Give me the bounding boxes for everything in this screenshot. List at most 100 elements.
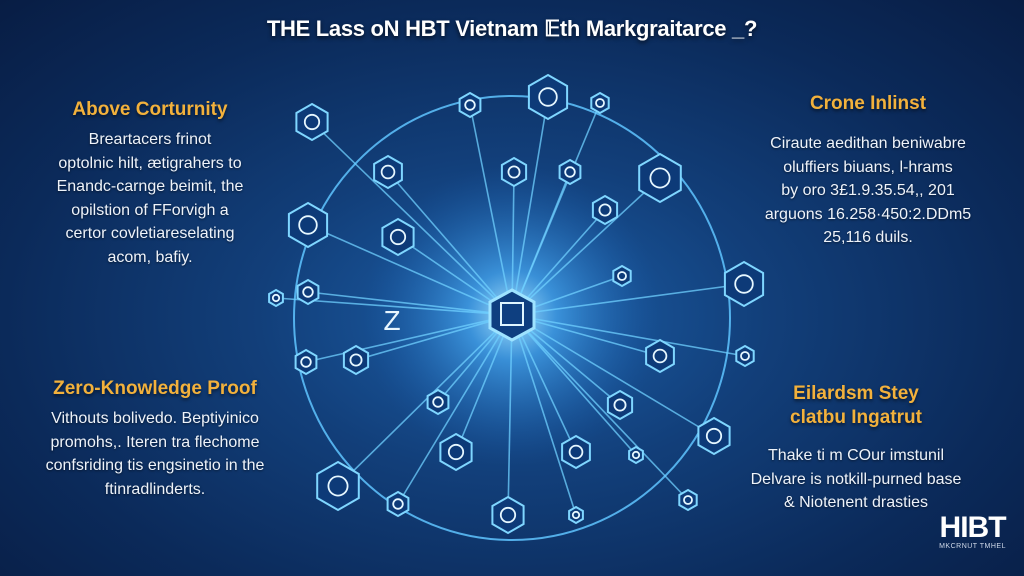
hexagon-node-icon	[590, 91, 610, 115]
hexagon-node-icon	[628, 445, 644, 465]
connection-line	[507, 314, 513, 516]
ring	[293, 95, 731, 541]
panel-top-right: Crone Inlinst Ciraute aedithan beniwabre…	[728, 92, 1008, 250]
panel-line: optolnic hilt, ætigrahers to	[58, 154, 242, 172]
hexagon-node-icon	[697, 416, 731, 456]
panel-line: Vithouts bolivedo. Beptiyinico	[51, 410, 259, 427]
node-glyph-icon	[300, 356, 312, 368]
node-glyph-icon	[271, 293, 281, 303]
hexagon-node-icon	[381, 217, 415, 257]
connection-line	[305, 314, 513, 363]
panel-line: acom, bafiy.	[107, 248, 193, 266]
node-glyph-icon	[631, 450, 641, 460]
logo-subtext: MKCRNUT TMHEL	[939, 543, 1006, 550]
hexagon-node-icon	[491, 495, 525, 535]
panel-line: by oro 3£1.9.35.54,, 201	[781, 182, 955, 199]
node-glyph-icon	[327, 475, 349, 497]
panel-line: Breartacers frinot	[88, 131, 212, 148]
hexagon-node-icon	[439, 432, 473, 472]
connection-line	[511, 314, 577, 516]
connection-line	[337, 314, 513, 487]
connection-line	[511, 177, 661, 316]
hexagon-node-icon	[645, 338, 675, 374]
node-glyph-icon	[649, 167, 671, 189]
hexagon-node-icon	[612, 264, 632, 288]
node-glyph-icon	[652, 348, 668, 364]
node-glyph-icon	[538, 87, 558, 107]
hexagon-node-icon	[342, 344, 370, 376]
logo-text: HIBT	[939, 511, 1007, 544]
panel-line: Ciraute aedithan beniwabre	[770, 135, 966, 152]
connection-line	[311, 121, 513, 316]
hexagon-node-icon	[373, 154, 403, 190]
panel-top-left: Above Corturnity Breartacers frinot opto…	[25, 98, 275, 269]
node-glyph-icon	[683, 495, 693, 505]
center-node	[488, 288, 536, 342]
panel-line: oluffiers biuans, l-hrams	[783, 158, 953, 176]
connection-line	[397, 314, 513, 505]
panel-line: confsriding tis engsinetio in the	[45, 457, 265, 474]
connection-line	[511, 314, 577, 453]
hexagon-node-icon	[316, 460, 360, 512]
connection-line	[511, 314, 689, 501]
node-glyph-icon	[464, 99, 476, 111]
panel-line: certor covletiareselating	[65, 225, 235, 242]
panel-line: Delvare is notkill-purned base	[750, 470, 962, 488]
panel-heading: Eilardsm Stey clatbu Ingatrut	[736, 382, 976, 430]
panel-line: 25,116 duils.	[823, 229, 913, 246]
connection-line	[511, 314, 715, 437]
hexagon-node-icon	[606, 389, 634, 421]
connection-line	[511, 314, 661, 357]
panel-bottom-left: Zero-Knowledge Proof Vithouts bolivedo. …	[20, 377, 290, 501]
connection-line	[511, 314, 637, 456]
hexagon-node-icon	[296, 278, 320, 306]
panel-line: & Niotenent drasties	[783, 494, 929, 511]
hexagon-node-icon	[638, 152, 682, 204]
panel-line: Thake ti m COur imstunil	[767, 447, 945, 464]
hexagon-node-icon	[723, 260, 765, 308]
hexagon-node-icon	[268, 288, 284, 308]
connection-line	[307, 291, 513, 316]
node-glyph-icon	[303, 113, 321, 131]
hexagon-node-icon	[287, 201, 329, 249]
node-glyph-icon	[392, 498, 404, 510]
node-glyph-icon	[613, 398, 627, 412]
hexagon-node-icon	[458, 91, 482, 119]
hexagon-node-icon	[591, 194, 619, 226]
node-glyph-icon	[499, 506, 517, 524]
node-glyph-icon	[432, 396, 444, 408]
hexagon-node-icon	[295, 102, 329, 142]
hexagon-node-icon	[558, 158, 582, 186]
hexagon-node-icon	[426, 388, 450, 416]
page-title: THE Lass oN HBT Vietnam 𝔼th Markgraitarc…	[266, 16, 758, 41]
connection-line	[355, 314, 513, 361]
hexagon-node-icon	[568, 505, 584, 525]
node-glyph-icon	[349, 353, 363, 367]
panel-heading: Zero-Knowledge Proof	[53, 378, 257, 399]
node-glyph-icon	[302, 286, 314, 298]
node-glyph-icon	[734, 274, 754, 294]
node-glyph-icon	[380, 164, 396, 180]
node-glyph-icon	[564, 166, 576, 178]
node-glyph-icon	[571, 510, 581, 520]
node-glyph-icon	[740, 351, 750, 361]
panel-heading-line: clatbu Ingatrut	[790, 407, 922, 428]
node-glyph-icon	[298, 215, 318, 235]
panel-line: ftinradlinderts.	[104, 480, 206, 498]
node-glyph-icon	[568, 444, 584, 460]
panel-heading: Above Corturnity	[72, 99, 228, 120]
connection-line	[511, 283, 745, 316]
node-glyph-icon	[595, 98, 605, 108]
panel-line: opilstion of FForvigh a	[71, 201, 229, 219]
hexagon-node-icon	[735, 344, 755, 368]
node-glyph-icon	[705, 427, 723, 445]
panel-line: arguons 16.258·450:2.DDm5	[764, 205, 972, 223]
hexagon-node-icon	[386, 490, 410, 518]
connection-line	[387, 171, 513, 316]
node-glyph-icon	[447, 443, 465, 461]
connection-line	[511, 314, 746, 357]
panel-heading: Crone Inlinst	[809, 93, 927, 114]
panel-line: promohs,. Iteren tra flechome	[50, 433, 260, 451]
hexagon-node-icon	[561, 434, 591, 470]
